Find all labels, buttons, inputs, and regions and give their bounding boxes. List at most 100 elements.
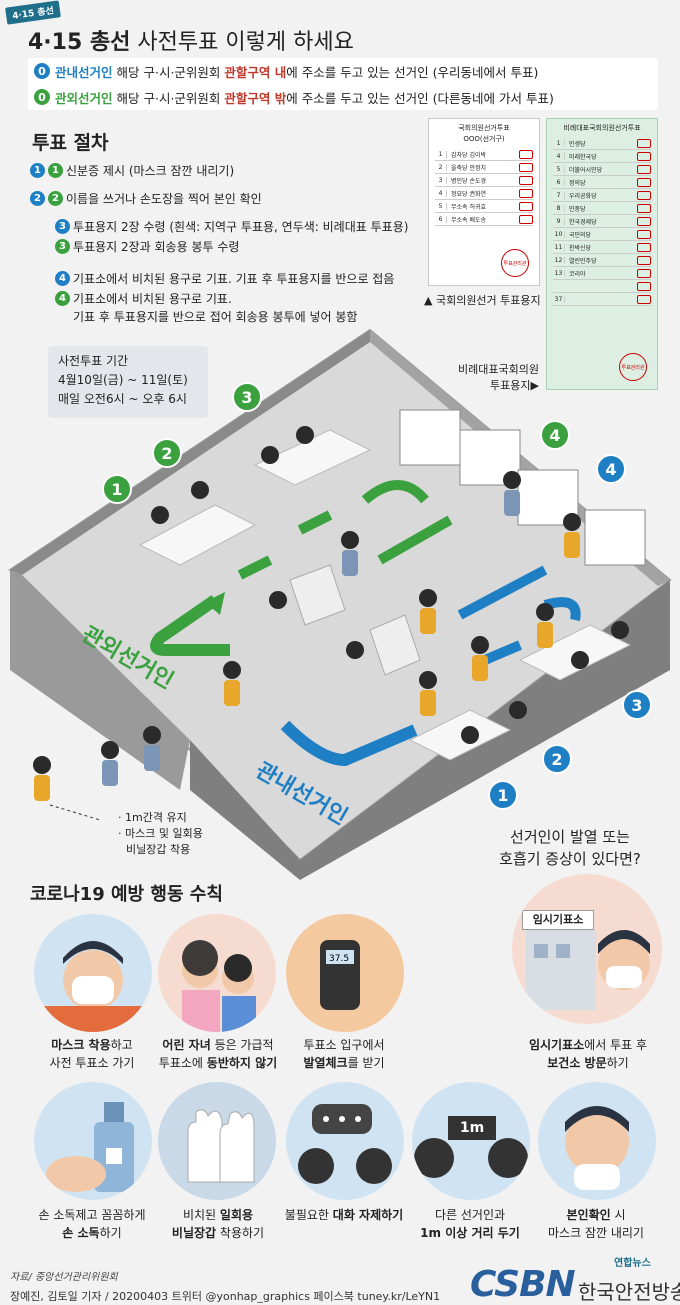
step-3-outer-badge: 3 — [55, 239, 70, 254]
temp-booth-sign: 임시기표소 — [522, 910, 594, 930]
party-name: 정의당 — [569, 179, 586, 187]
mark-box — [637, 281, 651, 291]
outer-voter-name: 관외선거인 — [55, 90, 113, 106]
candidate-number: 1 — [435, 150, 447, 158]
diagram-step-badge: 4 — [596, 454, 626, 484]
mark-box — [519, 188, 533, 198]
tip-fever-check: 투표소 입구에서 발열체크를 받기 — [274, 1036, 414, 1072]
person — [341, 531, 359, 549]
person — [461, 726, 479, 744]
mark-box — [637, 177, 651, 187]
candidate-number: 6 — [435, 215, 447, 223]
edition-tag: 4·15 총선 — [5, 0, 61, 25]
person — [419, 589, 437, 607]
tip-bold: 발열체크 — [303, 1056, 348, 1070]
party-number: 11 — [553, 243, 565, 251]
outer-voter-prefix: 해당 구·시·군위원회 — [116, 90, 221, 106]
step-4-inner: 4 기표소에서 비치된 용구로 기표. 기표 후 투표용지를 반으로 접음 — [55, 270, 394, 287]
tip-bold: 비닐장갑 — [171, 1226, 217, 1240]
step-4-outer-cont: 기표 후 투표용지를 반으로 접어 회송용 봉투에 넣어 봉함 — [73, 308, 357, 325]
symptom-q-line1: 선거인이 발열 또는 — [510, 828, 630, 846]
person-body — [472, 655, 488, 681]
tip-gloves: 비치된 일회용 비닐장갑 착용하기 — [148, 1206, 288, 1242]
tip-bold: 1m 이상 거리 두기 — [420, 1226, 520, 1240]
outer-path-arrow — [297, 510, 333, 535]
party-number: 13 — [553, 269, 565, 277]
tip-no-talking: 불필요한 대화 자제하기 — [274, 1206, 414, 1224]
candidate-name: 정묘당 권화연 — [451, 190, 487, 198]
step-3-outer-text: 투표용지 2장과 회송용 봉투 수령 — [73, 240, 240, 254]
party-number: 1 — [553, 139, 565, 147]
period-dates: 4월10일(금) ~ 11일(토) — [58, 373, 188, 387]
mask-icon — [44, 941, 142, 1032]
person — [419, 671, 437, 689]
period-hours: 매일 오전6시 ~ 오후 6시 — [58, 392, 187, 406]
person-body — [420, 608, 436, 634]
step-4-inner-text: 기표소에서 비치된 용구로 기표. 기표 후 투표용지를 반으로 접음 — [73, 272, 395, 286]
voting-booth — [584, 509, 646, 566]
tip-text: 투표소에 — [158, 1056, 207, 1070]
party-name: 열린민주당 — [569, 257, 597, 265]
distance-line — [49, 804, 101, 821]
step-4-outer: 4 기표소에서 비치된 용구로 기표. — [55, 290, 232, 307]
voting-period-box: 사전투표 기간 4월10일(금) ~ 11일(토) 매일 오전6시 ~ 오후 6… — [48, 346, 208, 418]
tip-mask: 마스크 착용하고 사전 투표소 가기 — [22, 1036, 162, 1072]
tip-temp-booth: 임시기표소에서 투표 후 보건소 방문하기 — [518, 1036, 658, 1072]
children-illustration — [158, 914, 276, 1032]
person-body — [564, 532, 580, 558]
party-number: 10 — [553, 230, 565, 238]
sanitizer-illustration — [34, 1082, 152, 1200]
gloves-illustration — [158, 1082, 276, 1200]
thermometer-icon: 37.5 — [320, 940, 360, 1010]
thermometer-illustration: 37.5 — [286, 914, 404, 1032]
step-4-outer-badge: 4 — [55, 291, 70, 306]
tip-text: 다른 선거인과 — [434, 1208, 506, 1222]
tip-bold: 어린 자녀 — [162, 1038, 211, 1052]
voter-bodies-blue — [102, 490, 520, 786]
inner-voter-suffix: 에 주소를 두고 있는 선거인 (우리동네에서 투표) — [286, 64, 539, 80]
diagram-step-badge: 2 — [542, 744, 572, 774]
person — [536, 603, 554, 621]
person-body — [34, 775, 50, 801]
diagram-step-badge: 3 — [622, 690, 652, 720]
person — [509, 701, 527, 719]
person — [563, 513, 581, 531]
person-body — [224, 680, 240, 706]
corona-title: 코로나19 예방 행동 수칙 — [30, 884, 223, 905]
tip-bold: 일회용 — [219, 1208, 254, 1222]
desk — [408, 709, 512, 761]
step-1-badge-outer: 1 — [48, 163, 63, 178]
tip-text: 투표소 입구에서 — [303, 1038, 385, 1052]
inner-voter-zone: 관할구역 내 — [224, 64, 287, 80]
step-3-inner-badge: 3 — [55, 219, 70, 234]
outer-path-arrow — [150, 595, 230, 656]
diagram-step-badge: 1 — [102, 474, 132, 504]
tip-id-check: 본인확인 시 마스크 잠깐 내리기 — [526, 1206, 666, 1242]
step-3-inner-text: 투표용지 2장 수령 (흰색: 지역구 투표용, 연두색: 비례대표 투표용) — [73, 220, 409, 234]
inner-path-arrow — [543, 597, 581, 621]
proportional-ballot-header: 비례대표국회의원선거투표 — [563, 124, 641, 132]
step-1-badge-inner: 1 — [30, 163, 45, 178]
title-rest: 사전투표 이렇게 하세요 — [137, 30, 354, 55]
mark-box — [637, 255, 651, 265]
inner-path-arrow — [483, 640, 522, 665]
tip-text: 하기 — [606, 1056, 629, 1070]
person — [611, 621, 629, 639]
inner-voter-badge: 0 — [34, 63, 50, 79]
yonhap-logo: 연합뉴스 — [614, 1258, 651, 1269]
outer-voter-zone: 관할구역 밖 — [224, 90, 287, 106]
distance-icon — [414, 1138, 528, 1178]
mark-box — [637, 164, 651, 174]
mark-box — [637, 138, 651, 148]
step-2: 2 2 이름을 쓰거나 손도장을 찍어 본인 확인 — [30, 190, 262, 207]
symptom-q-line2: 호흡기 증상이 있다면? — [499, 850, 641, 868]
person — [33, 756, 51, 774]
